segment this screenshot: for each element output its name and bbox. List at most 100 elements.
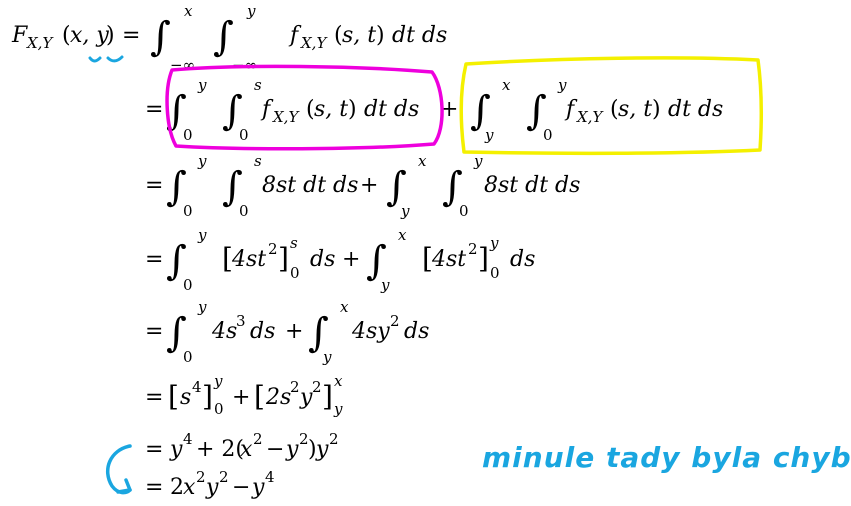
svg-text:s, t: s, t bbox=[314, 97, 348, 122]
equation-line-2: = ∫ y 0 ∫ s 0 f X,Y ( s, t ) dt ds + ∫ x… bbox=[145, 76, 723, 144]
svg-text:∫: ∫ bbox=[442, 164, 463, 210]
svg-text:+: + bbox=[232, 385, 250, 410]
svg-text:=: = bbox=[145, 437, 163, 462]
svg-text:y: y bbox=[400, 202, 410, 220]
svg-text:8st dt ds: 8st dt ds bbox=[262, 173, 358, 198]
svg-text:y: y bbox=[213, 372, 223, 390]
svg-text:4s: 4s bbox=[211, 319, 237, 344]
svg-text:ds: ds bbox=[404, 319, 429, 344]
svg-text:0: 0 bbox=[183, 348, 193, 366]
svg-text:+: + bbox=[285, 319, 303, 344]
svg-text:[: [ bbox=[222, 242, 233, 275]
svg-text:=: = bbox=[145, 97, 163, 122]
svg-text:y: y bbox=[557, 76, 567, 94]
svg-text:): ) bbox=[308, 437, 317, 462]
svg-text:y: y bbox=[197, 76, 207, 94]
yellow-highlight-box bbox=[459, 56, 764, 156]
svg-text:+: + bbox=[360, 173, 378, 198]
svg-text:x: x bbox=[502, 76, 511, 94]
svg-text:y: y bbox=[484, 126, 494, 144]
svg-text:+: + bbox=[440, 97, 458, 122]
svg-text:[: [ bbox=[168, 380, 179, 413]
svg-text:y: y bbox=[473, 152, 483, 170]
svg-text:2s: 2s bbox=[265, 385, 291, 410]
svg-text:x: x bbox=[184, 2, 193, 20]
equation-line-5: = ∫ y 0 4s 3 ds + ∫ x y 4sy 2 ds bbox=[145, 298, 429, 366]
svg-text:dt ds: dt ds bbox=[364, 97, 419, 122]
svg-text:2: 2 bbox=[329, 430, 339, 448]
svg-text:x: x bbox=[398, 226, 407, 244]
svg-text:=: = bbox=[145, 247, 163, 272]
svg-text:∫: ∫ bbox=[366, 238, 387, 284]
svg-text:(: ( bbox=[334, 23, 343, 48]
svg-text:∫: ∫ bbox=[166, 88, 187, 134]
svg-text:+: + bbox=[342, 247, 360, 272]
svg-text:∫: ∫ bbox=[213, 14, 234, 60]
svg-text:): ) bbox=[652, 97, 661, 122]
svg-text:F: F bbox=[11, 23, 28, 48]
svg-text:ds: ds bbox=[510, 247, 535, 272]
svg-text:s: s bbox=[180, 385, 191, 410]
svg-text:f: f bbox=[288, 23, 302, 48]
svg-text:y: y bbox=[333, 400, 343, 418]
svg-text:4: 4 bbox=[265, 468, 275, 486]
svg-text:y: y bbox=[251, 475, 265, 500]
svg-text:0: 0 bbox=[183, 202, 193, 220]
svg-text:∫: ∫ bbox=[222, 88, 243, 134]
svg-text:8st dt ds: 8st dt ds bbox=[484, 173, 580, 198]
svg-text:f: f bbox=[260, 97, 274, 122]
svg-text:0: 0 bbox=[239, 202, 249, 220]
svg-text:(: ( bbox=[610, 97, 619, 122]
svg-text:y: y bbox=[322, 348, 332, 366]
svg-text:dt ds: dt ds bbox=[392, 23, 447, 48]
equation-line-4: = ∫ y 0 [ 4st 2 ] s 0 ds + ∫ x y [ 4st 2… bbox=[145, 226, 535, 294]
svg-text:]: ] bbox=[278, 242, 289, 275]
svg-text:0: 0 bbox=[239, 126, 249, 144]
svg-text:y: y bbox=[197, 152, 207, 170]
svg-text:0: 0 bbox=[459, 202, 469, 220]
svg-text:f: f bbox=[564, 97, 578, 122]
svg-text:x: x bbox=[183, 475, 196, 500]
svg-text:2: 2 bbox=[299, 430, 309, 448]
svg-text:[: [ bbox=[254, 380, 265, 413]
svg-text:x: x bbox=[240, 437, 253, 462]
svg-text:0: 0 bbox=[543, 126, 553, 144]
svg-text:dt ds: dt ds bbox=[668, 97, 723, 122]
svg-text:2: 2 bbox=[390, 312, 400, 330]
svg-text:s, t: s, t bbox=[618, 97, 652, 122]
svg-text:2: 2 bbox=[468, 240, 478, 258]
svg-text:y: y bbox=[489, 234, 499, 252]
svg-text:y: y bbox=[285, 437, 299, 462]
svg-text:y: y bbox=[299, 385, 313, 410]
equation-line-8: = 2 x 2 y 2 − y 4 bbox=[145, 468, 275, 500]
svg-text:∫: ∫ bbox=[526, 88, 547, 134]
svg-text:2: 2 bbox=[196, 468, 206, 486]
svg-text:2: 2 bbox=[312, 378, 322, 396]
svg-text:4st: 4st bbox=[231, 247, 266, 272]
svg-text:0: 0 bbox=[290, 264, 300, 282]
svg-text:3: 3 bbox=[236, 312, 246, 330]
svg-text:=: = bbox=[122, 23, 140, 48]
svg-text:=: = bbox=[145, 173, 163, 198]
svg-text:0: 0 bbox=[183, 126, 193, 144]
svg-text:y: y bbox=[315, 437, 329, 462]
svg-text:y: y bbox=[197, 226, 207, 244]
svg-text:+ 2(: + 2( bbox=[196, 437, 244, 462]
handwritten-note: minule tady byla chyba bbox=[482, 441, 851, 474]
svg-text:s: s bbox=[254, 152, 262, 170]
svg-text:X,Y: X,Y bbox=[576, 108, 604, 126]
svg-text:2: 2 bbox=[253, 430, 263, 448]
svg-text:(: ( bbox=[306, 97, 315, 122]
svg-text:0: 0 bbox=[490, 264, 500, 282]
svg-text:−: − bbox=[232, 475, 250, 500]
svg-text:]: ] bbox=[322, 380, 333, 413]
svg-text:=: = bbox=[145, 475, 163, 500]
svg-text:∫: ∫ bbox=[150, 14, 171, 60]
svg-text:X,Y: X,Y bbox=[272, 108, 300, 126]
svg-text:]: ] bbox=[202, 380, 213, 413]
svg-text:=: = bbox=[145, 319, 163, 344]
svg-text:−: − bbox=[266, 437, 284, 462]
svg-text:y: y bbox=[246, 2, 256, 20]
svg-text:∫: ∫ bbox=[222, 164, 243, 210]
